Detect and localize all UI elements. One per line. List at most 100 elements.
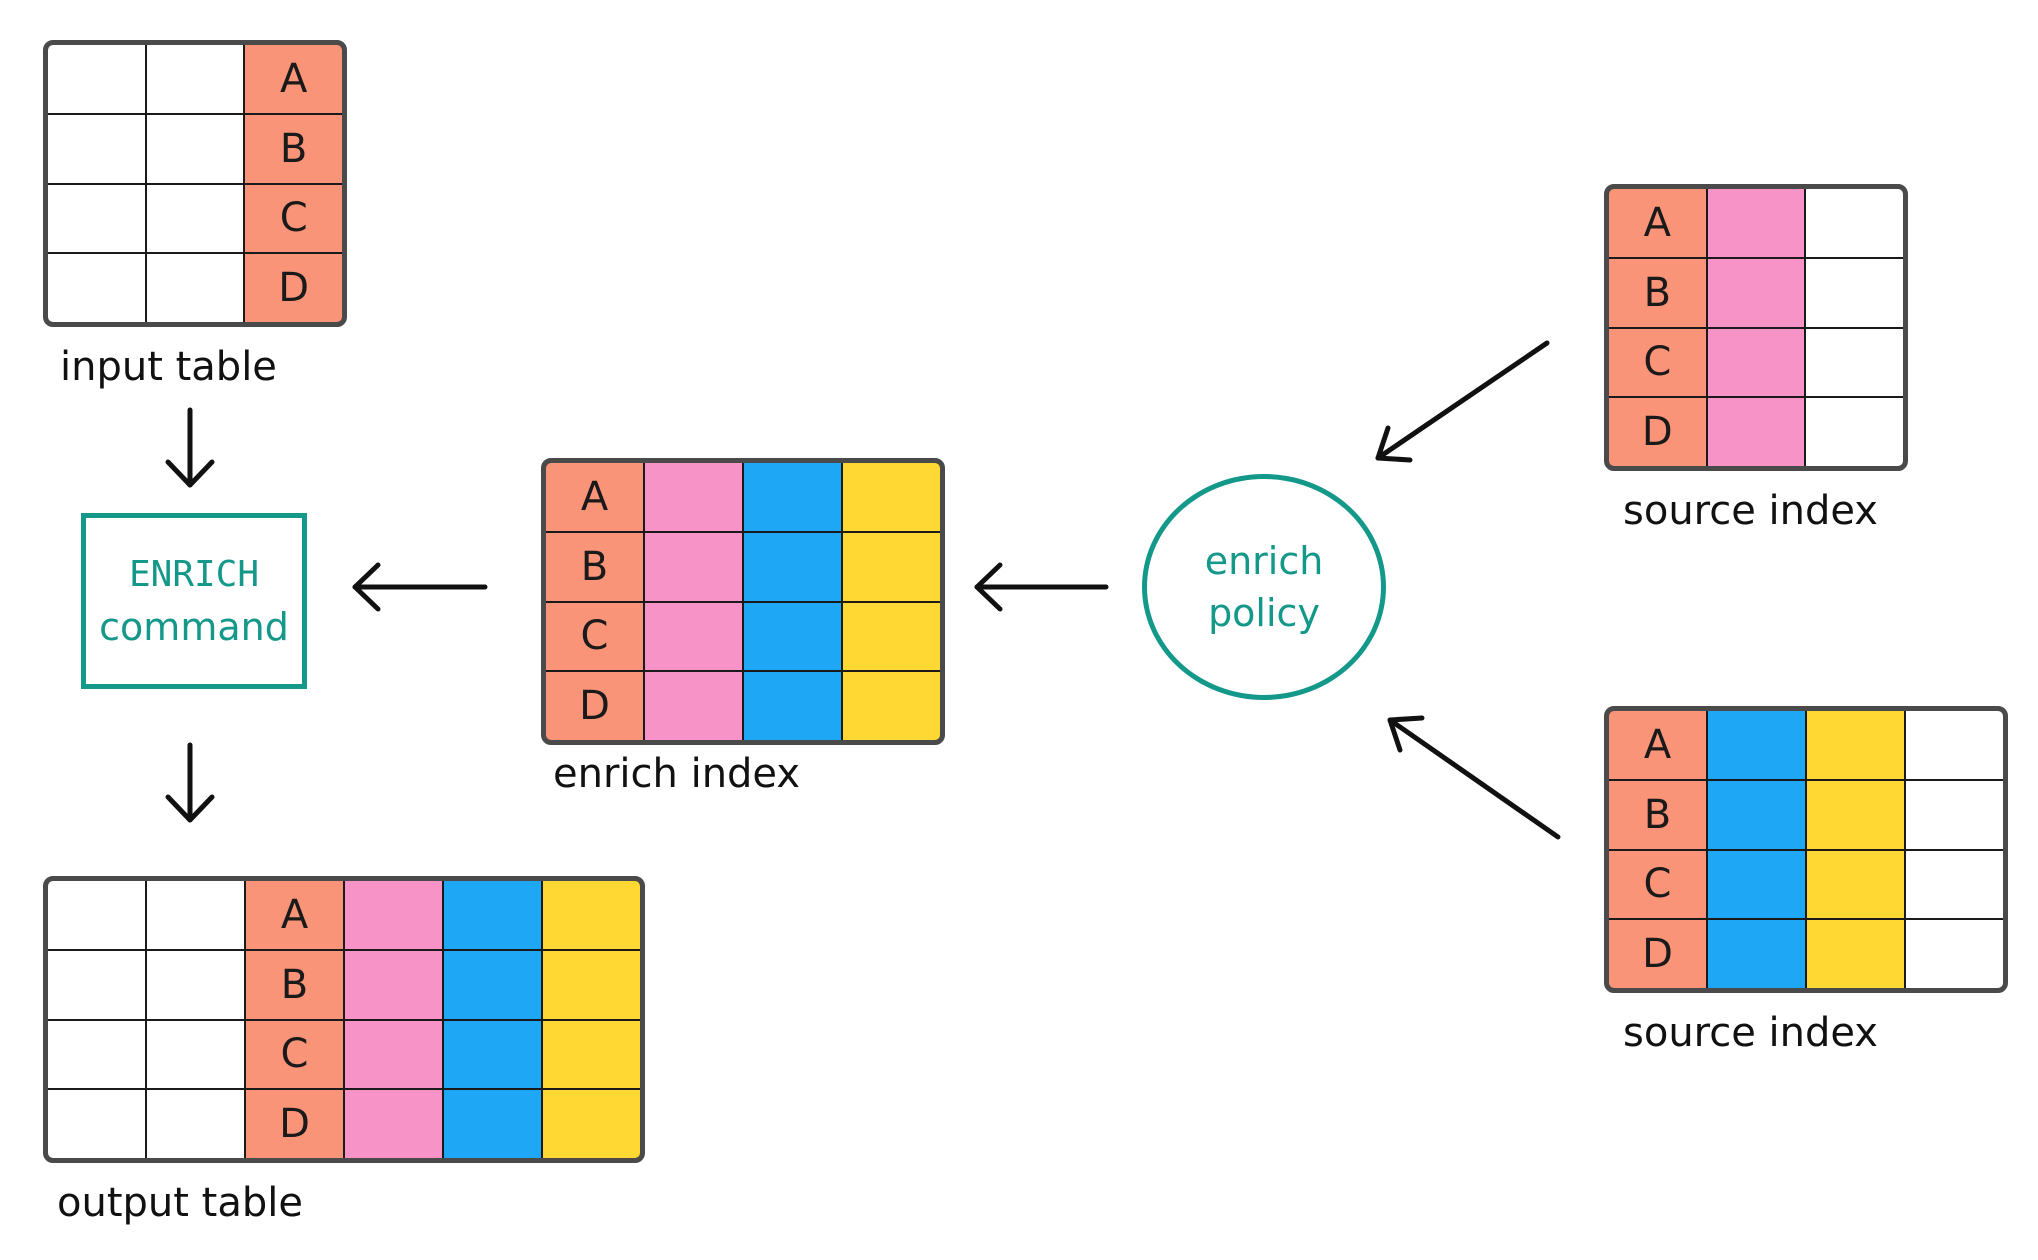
table-cell-key: B bbox=[1609, 258, 1706, 327]
table-cell-key: C bbox=[1609, 850, 1706, 919]
table-cell-yellow bbox=[1807, 920, 1904, 988]
table-cell-yellow bbox=[1807, 850, 1904, 919]
table-cell-key: D bbox=[246, 1090, 343, 1158]
table-cell-pink bbox=[1707, 258, 1805, 327]
table-cell-key: B bbox=[245, 114, 342, 183]
table-cell-key: A bbox=[245, 45, 342, 113]
table-cell-yellow bbox=[543, 950, 640, 1019]
table-cell-key: A bbox=[1609, 189, 1706, 257]
table-cell-empty bbox=[1806, 398, 1903, 466]
table-cell-pink bbox=[345, 881, 442, 949]
table-cell-blue bbox=[1708, 780, 1805, 849]
table-cell-empty bbox=[48, 1090, 145, 1158]
table-cell-yellow bbox=[843, 602, 940, 671]
arrow-source1-to-policy bbox=[1375, 340, 1550, 463]
table-cell-pink bbox=[345, 950, 442, 1019]
enrich-command-box: ENRICH command bbox=[81, 513, 307, 689]
table-cell-blue bbox=[744, 602, 841, 671]
arrow-input-to-command bbox=[165, 407, 215, 488]
arrow-source2-to-policy bbox=[1387, 715, 1561, 840]
table-cell-empty bbox=[147, 950, 244, 1019]
table-cell-empty bbox=[146, 114, 244, 183]
table-cell-yellow bbox=[843, 463, 940, 531]
enrich-policy-text-2: policy bbox=[1208, 591, 1320, 635]
table-cell-key: C bbox=[1609, 328, 1706, 397]
enrich-command-text: command bbox=[99, 605, 289, 649]
table-cell-key: A bbox=[1609, 711, 1706, 779]
table-cell-yellow bbox=[1807, 780, 1904, 849]
table-cell-pink bbox=[645, 463, 742, 531]
table-cell-pink bbox=[645, 672, 742, 740]
table-cell-empty bbox=[1906, 920, 2003, 988]
table-cell-blue bbox=[744, 532, 841, 601]
table-cell-yellow bbox=[843, 532, 940, 601]
table-cell-empty bbox=[1906, 780, 2003, 849]
table-cell-empty bbox=[1806, 328, 1903, 397]
table-cell-key: D bbox=[1609, 920, 1706, 988]
output-table-label: output table bbox=[57, 1180, 303, 1226]
table-cell-blue bbox=[744, 463, 841, 531]
table-cell-empty bbox=[48, 45, 145, 113]
table-cell-pink bbox=[345, 1090, 442, 1158]
table-cell-blue bbox=[1708, 920, 1805, 988]
table-cell-blue bbox=[1708, 711, 1805, 779]
source-index-label-1: source index bbox=[1623, 488, 1878, 534]
table-cell-key: D bbox=[1609, 398, 1706, 466]
table-cell-empty bbox=[48, 950, 145, 1019]
table-cell-key: D bbox=[546, 672, 643, 740]
table-cell-empty bbox=[48, 114, 145, 183]
table-cell-key: B bbox=[246, 950, 343, 1019]
table-cell-empty bbox=[48, 184, 145, 253]
table-cell-empty bbox=[1806, 258, 1903, 327]
table-cell-empty bbox=[48, 1020, 145, 1089]
table-cell-empty bbox=[1806, 189, 1903, 257]
table-cell-yellow bbox=[543, 881, 640, 949]
table-cell-key: A bbox=[546, 463, 643, 531]
table-cell-blue bbox=[444, 1090, 541, 1158]
table-cell-empty bbox=[147, 1090, 244, 1158]
table-cell-empty bbox=[147, 1020, 244, 1089]
table-cell-key: B bbox=[1609, 780, 1706, 849]
table-cell-pink bbox=[1707, 398, 1805, 466]
table-cell-empty bbox=[1906, 850, 2003, 919]
arrow-enrich-index-to-command bbox=[352, 562, 488, 612]
table-cell-pink bbox=[345, 1020, 442, 1089]
table-cell-key: C bbox=[546, 602, 643, 671]
table-cell-blue bbox=[444, 950, 541, 1019]
table-cell-empty bbox=[1906, 711, 2003, 779]
table-cell-yellow bbox=[543, 1020, 640, 1089]
table-cell-empty bbox=[147, 881, 244, 949]
table-cell-key: B bbox=[546, 532, 643, 601]
table-cell-empty bbox=[146, 184, 244, 253]
table-cell-pink bbox=[645, 532, 742, 601]
table-cell-yellow bbox=[843, 672, 940, 740]
table-cell-key: D bbox=[245, 254, 342, 322]
table-cell-pink bbox=[1707, 328, 1805, 397]
table-cell-pink bbox=[645, 602, 742, 671]
enrich-policy-text-1: enrich bbox=[1204, 539, 1324, 583]
table-cell-empty bbox=[48, 881, 145, 949]
table-cell-blue bbox=[444, 881, 541, 949]
table-cell-key: C bbox=[245, 184, 342, 253]
table-cell-pink bbox=[1707, 189, 1805, 257]
table-cell-blue bbox=[1708, 850, 1805, 919]
table-cell-yellow bbox=[543, 1090, 640, 1158]
enrich-command-keyword: ENRICH bbox=[128, 554, 260, 595]
table-cell-yellow bbox=[1807, 711, 1904, 779]
enrich-policy-circle: enrich policy bbox=[1142, 474, 1386, 700]
table-cell-empty bbox=[146, 254, 244, 322]
arrow-policy-to-enrich-index bbox=[974, 562, 1109, 612]
arrow-command-to-output bbox=[165, 742, 215, 823]
table-cell-empty bbox=[48, 254, 145, 322]
input-table-label: input table bbox=[60, 344, 277, 390]
table-cell-empty bbox=[146, 45, 244, 113]
table-cell-key: C bbox=[246, 1020, 343, 1089]
source-index-label-2: source index bbox=[1623, 1010, 1878, 1056]
